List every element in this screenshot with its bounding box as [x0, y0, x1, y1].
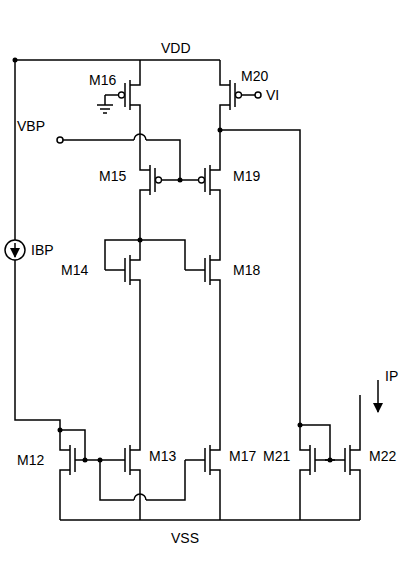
- wire: [100, 460, 134, 500]
- transistor-label: M12: [16, 452, 45, 468]
- wire: [15, 260, 60, 440]
- current-label: IBP: [30, 242, 55, 258]
- junction-dot: [13, 58, 18, 63]
- wire: [130, 105, 140, 115]
- wire: [105, 240, 185, 270]
- transistor-label: M20: [240, 68, 269, 84]
- wire: [15, 59, 220, 61]
- wire: [350, 440, 360, 450]
- input-label: VI: [265, 87, 280, 103]
- wire: [59, 480, 61, 520]
- wire: [185, 459, 205, 461]
- wire: [139, 115, 141, 160]
- supply-label: VDD: [160, 40, 192, 56]
- wire-hop: [134, 134, 146, 140]
- wire-group: [5, 58, 378, 521]
- wire: [162, 179, 175, 181]
- terminal: [255, 92, 261, 98]
- wire: [300, 440, 310, 450]
- wire: [219, 480, 221, 520]
- wire: [210, 160, 220, 170]
- wire: [14, 60, 16, 240]
- wire: [146, 140, 180, 180]
- pmos-bubble: [156, 177, 162, 183]
- pmos-bubble: [119, 92, 125, 98]
- wire: [350, 470, 360, 480]
- wire: [300, 470, 310, 480]
- wire: [220, 105, 230, 115]
- junction-dot: [83, 458, 88, 463]
- wire: [359, 480, 361, 520]
- transistor-label: M15: [98, 168, 127, 184]
- current-source: [5, 240, 25, 260]
- wire: [60, 440, 70, 450]
- wire: [359, 395, 361, 440]
- junction-dot: [178, 178, 183, 183]
- wire: [130, 250, 140, 260]
- wire: [139, 60, 141, 75]
- wire: [210, 440, 220, 450]
- wire: [219, 200, 221, 250]
- wire: [219, 60, 221, 75]
- wire: [377, 380, 379, 412]
- wire: [104, 95, 106, 105]
- junction-dot: [218, 128, 223, 133]
- wire: [139, 480, 141, 520]
- pmos-bubble: [199, 177, 205, 183]
- wire: [299, 480, 301, 520]
- wire: [219, 290, 221, 440]
- current-label: IP: [384, 368, 399, 384]
- wire: [219, 115, 221, 160]
- wire: [185, 179, 198, 181]
- wire: [130, 280, 140, 290]
- wire: [220, 75, 230, 85]
- transistor-label: M19: [232, 168, 261, 184]
- wire: [60, 470, 70, 480]
- wire: [130, 75, 140, 85]
- wire: [220, 130, 300, 440]
- transistor-label: M18: [232, 262, 261, 278]
- wire: [105, 94, 118, 96]
- wire: [140, 160, 150, 170]
- transistor-label: M21: [262, 448, 291, 464]
- terminal: [57, 137, 63, 143]
- bias-label: VBP: [16, 118, 46, 134]
- junction-dot: [58, 428, 63, 433]
- wire: [242, 94, 255, 96]
- wire: [130, 440, 140, 450]
- wire: [210, 280, 220, 290]
- transistor-label: M14: [60, 262, 89, 278]
- wire: [14, 243, 16, 257]
- wire: [130, 470, 140, 480]
- transistor-label: M22: [368, 448, 397, 464]
- wire: [60, 430, 85, 460]
- transistor-label: M17: [228, 448, 257, 464]
- wire: [300, 425, 330, 460]
- wire: [140, 190, 150, 200]
- transistor-label: M13: [148, 448, 177, 464]
- wire: [146, 460, 185, 500]
- wire: [210, 470, 220, 480]
- wire-hop: [134, 494, 146, 500]
- junction-dot: [138, 238, 143, 243]
- wire: [105, 459, 125, 461]
- wire: [210, 250, 220, 260]
- pmos-bubble: [236, 92, 242, 98]
- wire: [100, 108, 110, 110]
- wire: [63, 139, 134, 141]
- wire: [103, 112, 107, 114]
- supply-label: VSS: [170, 530, 200, 546]
- transistor-label: M16: [88, 72, 117, 88]
- wire: [139, 290, 141, 440]
- wire: [60, 519, 360, 521]
- junction-dot: [328, 458, 333, 463]
- wire: [97, 104, 113, 106]
- wire: [210, 190, 220, 200]
- wire: [185, 269, 205, 271]
- junction-dot: [298, 423, 303, 428]
- wire: [105, 269, 125, 271]
